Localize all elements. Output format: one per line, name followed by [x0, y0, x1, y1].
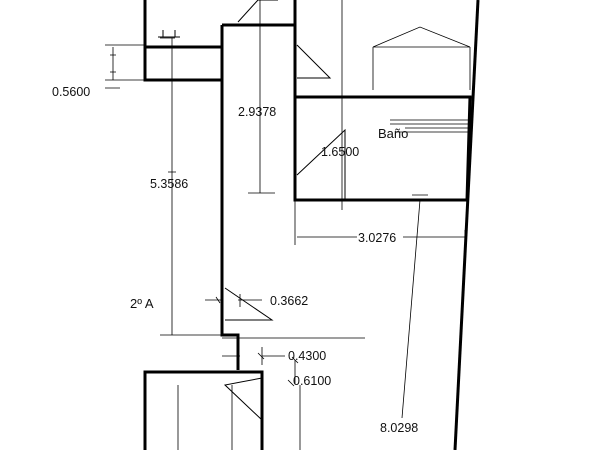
- door-swing-corridor-top: [296, 44, 332, 79]
- dim-label-0-5600: 0.5600: [52, 85, 90, 99]
- dim-line-2-9378: [248, 0, 275, 194]
- door-swing-lower: [223, 377, 263, 421]
- dim-label-0-6100: 0.6100: [293, 374, 331, 388]
- dim-label-2-9378: 2.9378: [238, 105, 276, 119]
- dim-line-0-3662: [205, 294, 262, 307]
- walls: [143, 0, 480, 450]
- room-label-2a: 2º A: [130, 296, 154, 311]
- top-corridor-wall: [222, 0, 297, 27]
- dim-label-5-3586: 5.3586: [150, 177, 188, 191]
- dim-line-3-0276: [294, 200, 466, 245]
- dim-ticks: [215, 296, 299, 387]
- dim-label-3-0276: 3.0276: [358, 231, 396, 245]
- labels: 0.5600 2.9378 1.6500 5.3586 3.0276 0.366…: [52, 85, 418, 435]
- upper-left-room-wall: [143, 0, 222, 82]
- bath-fixture: [390, 119, 470, 133]
- door-swing-top: [237, 0, 278, 23]
- fixtures: [372, 26, 471, 133]
- door-swings: [158, 0, 346, 421]
- dim-line-0-6100: [222, 337, 365, 384]
- dim-label-1-6500: 1.6500: [321, 145, 359, 159]
- corridor-left-wall: [220, 25, 240, 370]
- dim-line-5-3586: [160, 37, 222, 336]
- dim-label-0-4300: 0.4300: [288, 349, 326, 363]
- room-label-bathroom: Baño: [378, 126, 408, 141]
- dim-line-0-5600: [105, 44, 145, 89]
- lower-room-wall: [143, 370, 264, 450]
- lower-room-markers: [177, 385, 233, 450]
- dim-line-0-4300: [222, 347, 285, 365]
- tank-fixture: [372, 26, 471, 90]
- door-swing-2a: [224, 287, 274, 321]
- dimension-lines: [105, 0, 466, 450]
- dim-line-8-0298: [299, 194, 428, 450]
- upper-left-inner: [158, 30, 180, 38]
- door-swing-bath: [296, 128, 346, 200]
- dim-label-8-0298: 8.0298: [380, 421, 418, 435]
- right-building-edge: [453, 0, 480, 450]
- dim-label-0-3662: 0.3662: [270, 294, 308, 308]
